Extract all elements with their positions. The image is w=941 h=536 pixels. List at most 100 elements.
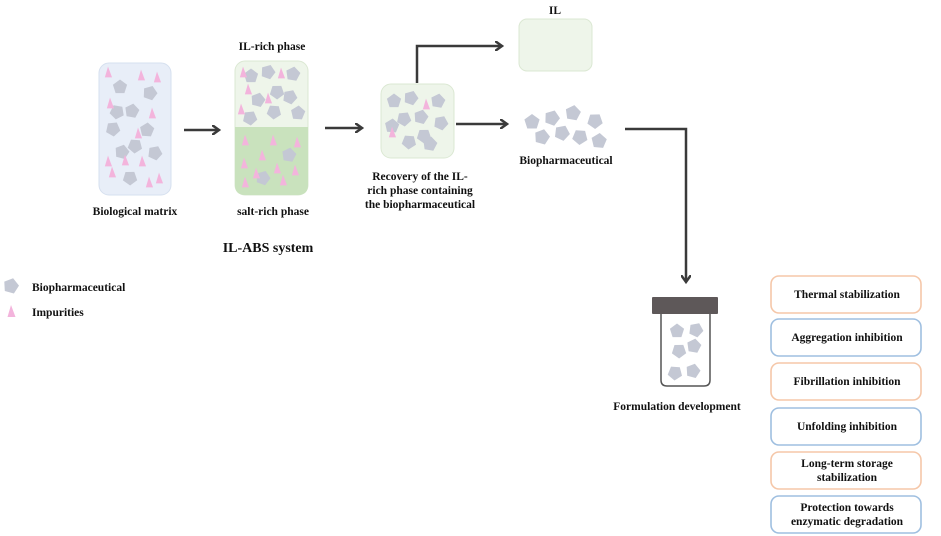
vial-icon	[652, 297, 718, 387]
triangle-icon	[273, 162, 282, 174]
triangle-icon	[148, 107, 157, 119]
pentagon-icon	[106, 122, 121, 137]
legend: Biopharmaceutical Impurities	[4, 278, 125, 319]
benefit-label: Fibrillation inhibition	[793, 376, 901, 388]
legend-biopharmaceutical-label: Biopharmaceutical	[32, 282, 125, 294]
recovery-label-line2: rich phase containing	[367, 185, 473, 197]
pentagon-icon	[143, 86, 158, 101]
recovery-contents	[385, 91, 449, 151]
pentagon-icon	[669, 323, 685, 338]
triangle-icon	[237, 103, 246, 115]
recovery-label-line3: the biopharmaceutical	[365, 199, 475, 211]
arrow-icon	[415, 46, 501, 83]
triangle-icon	[7, 305, 16, 317]
il-abs-system-title: IL-ABS system	[223, 241, 314, 256]
pentagon-icon	[243, 111, 258, 126]
pentagon-icon	[565, 105, 581, 121]
benefit-box-border	[770, 451, 922, 490]
triangle-icon	[104, 155, 113, 167]
pentagon-icon	[535, 129, 550, 145]
pentagon-icon	[261, 65, 276, 80]
pentagon-icon	[291, 105, 306, 120]
benefit-box-border	[770, 495, 922, 534]
pentagon-icon	[591, 133, 607, 148]
pentagon-icon	[434, 116, 449, 131]
legend-impurities-label: Impurities	[32, 307, 84, 319]
pentagon-icon	[687, 338, 702, 353]
benefit-box-border	[770, 275, 922, 314]
benefit-box-border	[770, 362, 922, 401]
pentagon-icon	[385, 118, 400, 133]
triangle-icon	[134, 127, 143, 139]
il-rich-phase-label: IL-rich phase	[239, 41, 306, 53]
pentagon-icon	[243, 68, 259, 83]
triangle-icon	[277, 67, 286, 79]
triangle-icon	[422, 98, 431, 110]
pentagon-icon	[431, 93, 446, 108]
triangle-icon	[121, 154, 130, 166]
pentagon-icon	[671, 344, 687, 359]
pentagon-icon	[545, 110, 560, 126]
pentagon-icon	[282, 147, 297, 162]
formulation-label: Formulation development	[613, 401, 741, 413]
benefit-label-line2: stabilization	[817, 472, 878, 484]
triangle-icon	[155, 172, 164, 184]
triangle-icon	[241, 134, 250, 146]
benefit-box: Unfolding inhibition	[770, 407, 922, 446]
vial-contents	[667, 323, 704, 381]
pentagon-icon	[148, 146, 163, 161]
biopharmaceutical-cluster	[524, 105, 607, 148]
biopharmaceutical-label: Biopharmaceutical	[519, 155, 612, 167]
benefit-label-line2: enzymatic degradation	[791, 516, 904, 528]
pentagon-icon	[397, 112, 412, 127]
benefit-box-border	[770, 318, 922, 357]
triangle-icon	[7, 305, 16, 317]
il-container	[518, 18, 593, 72]
pentagon-icon	[4, 278, 19, 294]
benefit-box: Aggregation inhibition	[770, 318, 922, 357]
pentagon-icon	[122, 171, 138, 186]
pentagon-icon	[555, 125, 570, 141]
triangle-icon	[252, 167, 261, 179]
pentagon-icon	[414, 109, 429, 124]
benefit-label: Long-term storage	[801, 458, 893, 470]
pentagon-icon	[251, 92, 266, 107]
triangle-icon	[388, 126, 397, 138]
triangle-icon	[138, 155, 147, 167]
triangle-icon	[106, 97, 115, 109]
pentagon-icon	[386, 93, 402, 108]
triangle-icon	[279, 174, 288, 186]
arrow-icon	[625, 127, 686, 281]
biological-matrix-label: Biological matrix	[93, 206, 178, 218]
triangle-icon	[153, 71, 162, 83]
triangle-icon	[104, 66, 113, 78]
pentagon-icon	[667, 366, 682, 381]
pentagon-icon	[4, 278, 19, 294]
benefit-box-border	[770, 407, 922, 446]
triangle-icon	[244, 83, 253, 95]
pentagon-icon	[524, 114, 540, 129]
benefit-box: Thermal stabilization	[770, 275, 922, 314]
pentagon-icon	[112, 79, 128, 94]
salt-rich-phase-label: salt-rich phase	[237, 206, 309, 218]
benefit-label: Aggregation inhibition	[791, 332, 903, 344]
biological-matrix-contents	[104, 66, 164, 188]
benefit-label: Thermal stabilization	[794, 289, 900, 301]
benefit-label: Unfolding inhibition	[797, 421, 898, 433]
triangle-icon	[291, 164, 300, 176]
pentagon-icon	[269, 85, 285, 100]
pentagon-icon	[125, 103, 140, 118]
pentagon-icon	[572, 130, 588, 145]
il-label: IL	[549, 5, 561, 17]
pentagon-icon	[127, 139, 142, 154]
il-abs-contents	[237, 65, 306, 188]
benefit-box: Fibrillation inhibition	[770, 362, 922, 401]
pentagon-icon	[401, 135, 416, 150]
triangle-icon	[269, 134, 278, 146]
pentagon-icon	[689, 323, 704, 338]
pentagon-icon	[587, 114, 603, 129]
triangle-icon	[108, 166, 117, 178]
